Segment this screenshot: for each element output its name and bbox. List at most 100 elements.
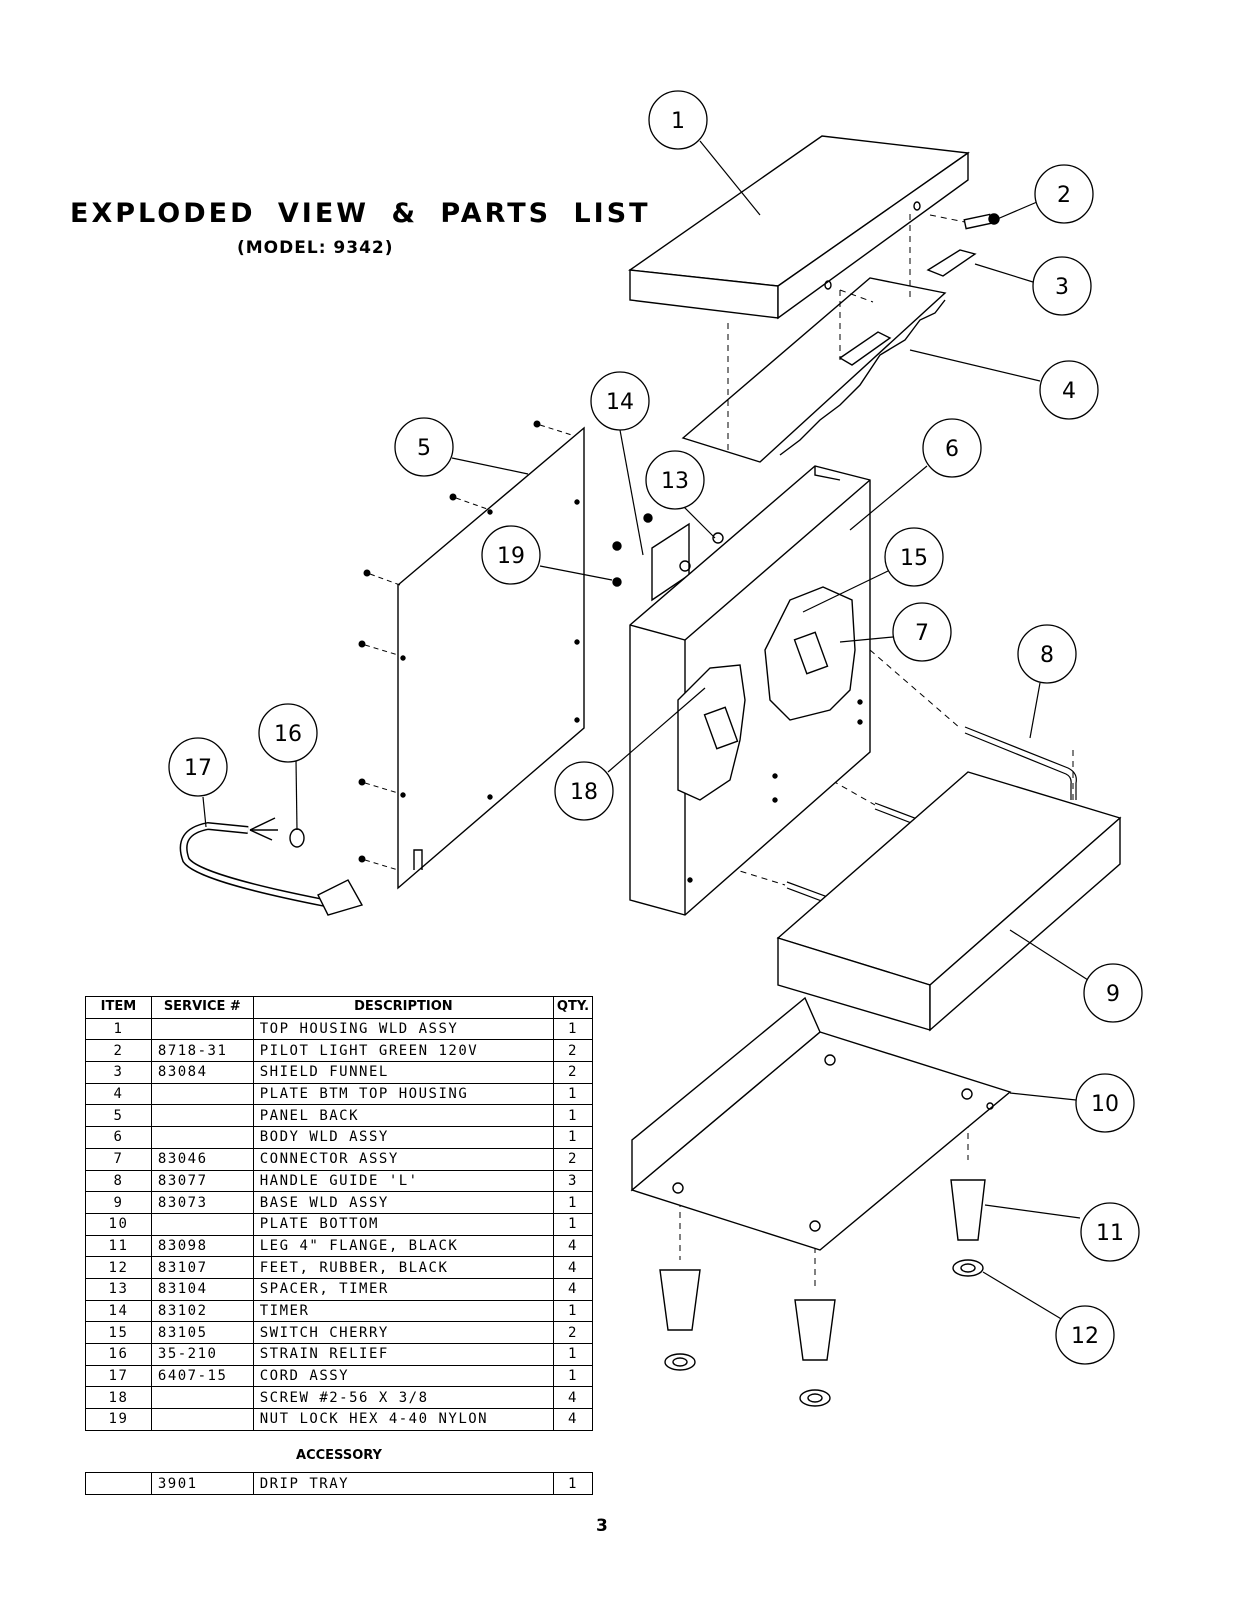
shield-funnels [838,249,977,366]
cell-item: 11 [85,1234,152,1258]
cell-qty: 2 [552,1061,594,1084]
cell-qty: 1 [552,1017,594,1041]
callout-9: 9 [1106,982,1120,1007]
cell-qty: 4 [552,1234,594,1258]
callout-14: 14 [606,390,634,415]
cell-item: 3 [85,1061,152,1084]
cell-service [150,1408,254,1431]
callout-16: 16 [274,722,302,747]
cell-qty: 4 [552,1386,594,1410]
cell-item: 19 [85,1408,152,1431]
cell-item: 13 [85,1277,152,1301]
callout-3: 3 [1055,275,1069,300]
cell-description: PLATE BOTTOM [252,1212,554,1236]
callout-12: 12 [1071,1324,1099,1349]
cell-description: SCREW #2-56 X 3/8 [252,1386,554,1410]
cell-service: 83073 [150,1191,254,1214]
column-header-description: DESCRIPTION [252,996,554,1019]
cell-service: 83098 [150,1234,254,1258]
cell-service: 8718-31 [150,1039,254,1063]
cell-description: FEET, RUBBER, BLACK [252,1256,554,1279]
cell-item: 1 [85,1017,152,1041]
cell-item: 6 [85,1126,152,1149]
callout-2: 2 [1057,183,1071,208]
accessory-qty: 1 [553,1472,593,1495]
back-panel [397,426,585,890]
column-header-service: SERVICE # [150,996,254,1019]
cell-qty: 1 [552,1104,594,1128]
cell-service: 6407-15 [150,1364,254,1388]
cell-qty: 1 [552,1191,594,1214]
cell-item: 4 [85,1082,152,1106]
accessory-description: DRIP TRAY [252,1472,555,1495]
cell-description: NUT LOCK HEX 4-40 NYLON [252,1408,554,1431]
callout-8: 8 [1040,643,1054,668]
cell-service [150,1082,254,1106]
cell-description: BASE WLD ASSY [252,1191,554,1214]
callout-18: 18 [570,780,598,805]
table-row: 3901 DRIP TRAY 1 [85,1472,593,1495]
cell-qty: 4 [552,1408,594,1431]
cell-qty: 4 [552,1256,594,1279]
cell-description: LEG 4" FLANGE, BLACK [252,1234,554,1258]
cell-service: 83105 [150,1321,254,1344]
cell-qty: 4 [552,1277,594,1301]
cell-item: 15 [85,1321,152,1344]
cell-service: 83107 [150,1256,254,1279]
callout-leaders [202,140,1089,1321]
callout-17: 17 [184,756,212,781]
cell-description: SPACER, TIMER [252,1277,554,1301]
cell-description: SWITCH CHERRY [252,1321,554,1344]
column-header-item: ITEM [85,996,152,1019]
cell-service: 83046 [150,1147,254,1171]
callout-1: 1 [671,109,685,134]
cord-assembly [179,817,364,916]
cell-qty: 1 [552,1082,594,1106]
callout-13: 13 [661,469,689,494]
cell-service: 83102 [150,1299,254,1323]
callout-11: 11 [1096,1221,1124,1246]
callout-7: 7 [915,621,929,646]
accessory-table: 3901 DRIP TRAY 1 [85,1472,593,1495]
cell-item: 18 [85,1386,152,1410]
callout-15: 15 [900,546,928,571]
cell-item: 17 [85,1364,152,1388]
cell-description: CORD ASSY [252,1364,554,1388]
cell-qty: 2 [552,1321,594,1344]
cell-qty: 2 [552,1039,594,1063]
cell-service [150,1017,254,1041]
body-weld-assy [629,465,871,916]
callout-19: 19 [497,544,525,569]
column-header-qty: QTY. [552,996,594,1019]
cell-description: PANEL BACK [252,1104,554,1128]
callout-5: 5 [417,436,431,461]
cell-service [150,1104,254,1128]
base-weld-assy [776,771,1122,1032]
callout-circles [168,90,1143,1365]
accessory-service: 3901 [150,1472,254,1495]
cell-qty: 1 [552,1343,594,1366]
cell-item: 2 [85,1039,152,1063]
cell-description: CONNECTOR ASSY [252,1147,554,1171]
cell-item: 5 [85,1104,152,1128]
callout-labels: 1 2 3 4 5 6 7 8 9 10 11 12 13 14 15 16 1… [184,109,1124,1349]
cell-service: 83104 [150,1277,254,1301]
cell-description: STRAIN RELIEF [252,1343,554,1366]
cell-item: 7 [85,1147,152,1171]
